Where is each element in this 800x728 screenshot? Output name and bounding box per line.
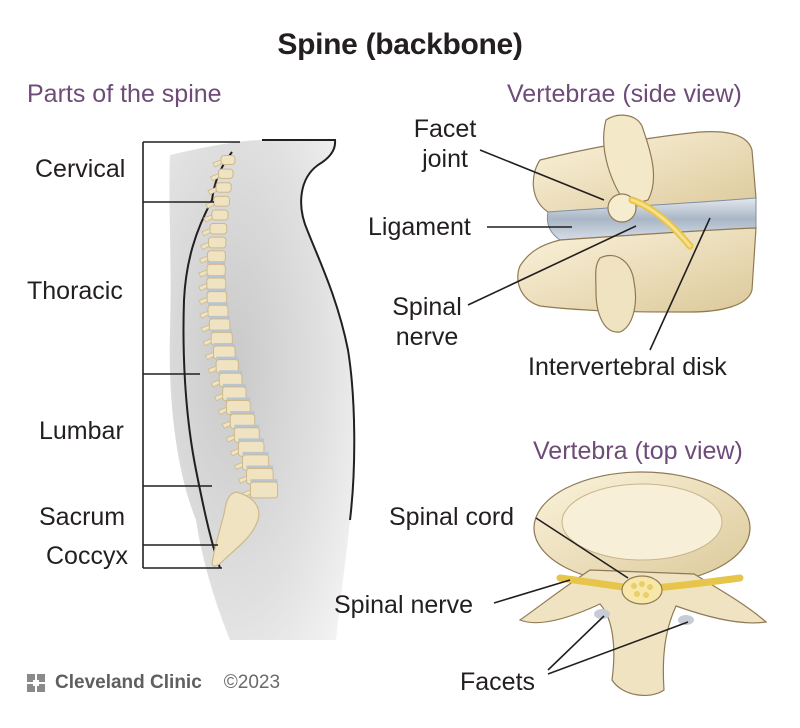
spine-spinous-process <box>207 365 217 374</box>
spine-spinous-process <box>198 283 208 292</box>
spine-spinous-process <box>229 448 239 457</box>
vertebra-top-view <box>518 471 768 697</box>
cleveland-clinic-logo-icon <box>27 674 45 692</box>
label-spinal-cord: Spinal cord <box>389 503 515 531</box>
side-view-leaders <box>467 149 711 351</box>
label-facet-joint-line1: Facet <box>413 115 477 143</box>
page-title: Spine (backbone) <box>277 28 523 61</box>
section-heading-side-view: Vertebrae (side view) <box>507 80 742 108</box>
spine-disk <box>219 370 243 374</box>
spine-disk <box>213 343 236 347</box>
spine-disk <box>226 397 251 401</box>
section-heading-parts: Parts of the spine <box>27 80 222 108</box>
spine-vertebra <box>207 304 229 318</box>
spine-spinous-process <box>214 393 224 402</box>
label-ligament: Ligament <box>368 213 471 241</box>
label-facets: Facets <box>460 668 536 696</box>
spine-spinous-process <box>199 310 209 319</box>
region-bracket <box>142 141 240 569</box>
region-label-cervical: Cervical <box>35 155 126 183</box>
spine-spinous-process <box>237 475 247 484</box>
spine-vertebra <box>249 481 279 499</box>
spine-spinous-process <box>198 296 208 306</box>
top-view-leaders <box>493 517 689 675</box>
brand-name: Cleveland Clinic <box>55 672 202 693</box>
spine-vertebra <box>208 318 231 332</box>
spine-disk <box>206 274 226 278</box>
spine-spinous-process <box>205 200 215 209</box>
spine-spinous-process <box>198 255 208 264</box>
body-silhouette <box>169 139 356 640</box>
region-label-sacrum: Sacrum <box>39 503 126 531</box>
spine-disk <box>230 411 255 415</box>
spine-vertebra <box>209 223 228 235</box>
region-label-thoracic: Thoracic <box>27 277 123 305</box>
spine-spinous-process <box>217 406 227 416</box>
spine-vertebra <box>218 168 234 179</box>
brand-copyright: ©2023 <box>223 672 281 693</box>
label-intervertebral-disk: Intervertebral disk <box>528 353 727 381</box>
spine-vertebra <box>206 263 226 277</box>
spine-spinous-process <box>200 241 209 251</box>
spine-spinous-process <box>202 338 212 347</box>
region-label-coccyx: Coccyx <box>46 542 128 570</box>
region-label-lumbar: Lumbar <box>39 417 124 445</box>
spine-vertebra <box>215 182 232 193</box>
spine-vertebra <box>220 155 236 165</box>
spine-disk <box>222 383 246 387</box>
spine-spinous-process <box>198 269 208 278</box>
spine-spinous-process <box>207 186 217 196</box>
spine-disk <box>250 479 278 483</box>
spine-vertebra <box>206 291 228 304</box>
spine-spinous-process <box>212 159 222 168</box>
spine-vertebra <box>207 250 226 263</box>
spine-spinous-process <box>210 379 220 388</box>
spine-disk <box>242 451 269 455</box>
vertebrae-side-view <box>517 114 757 333</box>
label-spinal-nerve-side: Spinal nerve <box>384 292 470 352</box>
label-spinal-nerve-line2: nerve <box>395 323 459 351</box>
spine-spinous-process <box>203 214 213 223</box>
spine-spinous-process <box>200 324 210 333</box>
sacrum-bone <box>211 491 260 567</box>
spine-disk <box>206 261 226 265</box>
spine-vertebra <box>206 277 227 291</box>
spine-disk <box>207 288 227 292</box>
spine-disk <box>211 329 233 333</box>
spine-disk <box>238 438 264 442</box>
spine-spinous-process <box>225 434 235 443</box>
spine-disk <box>207 302 229 306</box>
spine-spinous-process <box>209 173 219 182</box>
spine-disk <box>246 465 274 469</box>
spine-spinous-process <box>204 351 214 361</box>
spine-spinous-process <box>201 228 211 237</box>
spine-disk <box>209 315 230 319</box>
brand-footer: Cleveland Clinic ©2023 <box>27 672 280 694</box>
spine-vertebra <box>213 195 230 207</box>
section-heading-top-view: Vertebra (top view) <box>533 437 743 465</box>
label-spinal-nerve-line1: Spinal <box>392 293 462 321</box>
spine-disk <box>216 356 239 360</box>
spine-column <box>198 155 279 567</box>
spine-vertebra <box>208 236 227 249</box>
label-facet-joint: Facet joint <box>405 114 485 174</box>
label-facet-joint-line2: joint <box>422 145 468 173</box>
spine-spinous-process <box>233 461 243 471</box>
spine-disk <box>234 424 260 428</box>
label-spinal-nerve-top: Spinal nerve <box>334 591 473 619</box>
spine-vertebra <box>211 209 229 221</box>
spine-spinous-process <box>221 420 231 429</box>
